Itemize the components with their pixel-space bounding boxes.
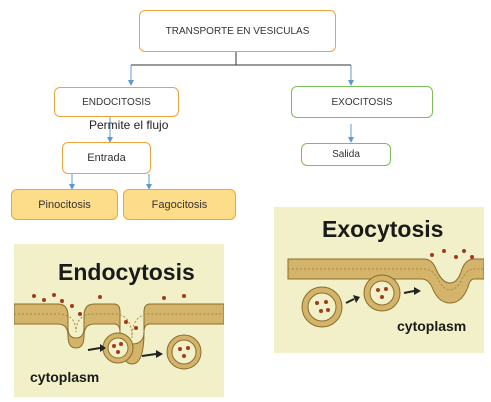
endocytosis-node-label: ENDOCITOSIS	[82, 96, 151, 108]
exocytosis-node-label: EXOCITOSIS	[331, 96, 393, 108]
phagocytosis-node-label: Fagocitosis	[151, 198, 208, 211]
entry-node-label: Entrada	[87, 152, 126, 164]
endocytosis-title: Endocytosis	[58, 259, 195, 285]
endocytosis-cytoplasm-label: cytoplasm	[30, 369, 99, 385]
exocytosis-node: EXOCITOSIS	[291, 86, 433, 118]
exit-node: Salida	[301, 143, 391, 166]
phagocytosis-node: Fagocitosis	[123, 189, 236, 220]
entry-node: Entrada	[62, 142, 151, 174]
exocytosis-graphic: Exocytosis cytoplasm	[274, 207, 485, 353]
endocytosis-graphic: Endocytosis cytoplasm	[13, 244, 225, 397]
endocytosis-illustration: Endocytosis cytoplasm	[13, 244, 225, 397]
endocytosis-node: ENDOCITOSIS	[54, 87, 179, 117]
root-node: TRANSPORTE EN VESICULAS	[139, 10, 336, 52]
pinocytosis-node: Pinocitosis	[11, 189, 118, 220]
pinocytosis-node-label: Pinocitosis	[38, 198, 91, 211]
root-node-label: TRANSPORTE EN VESICULAS	[165, 25, 310, 37]
exocytosis-cytoplasm-label: cytoplasm	[397, 318, 466, 334]
exocytosis-illustration: Exocytosis cytoplasm	[274, 207, 485, 353]
flow-note: Permite el flujo	[89, 118, 169, 132]
exocytosis-title: Exocytosis	[322, 216, 443, 242]
exit-node-label: Salida	[332, 149, 360, 160]
